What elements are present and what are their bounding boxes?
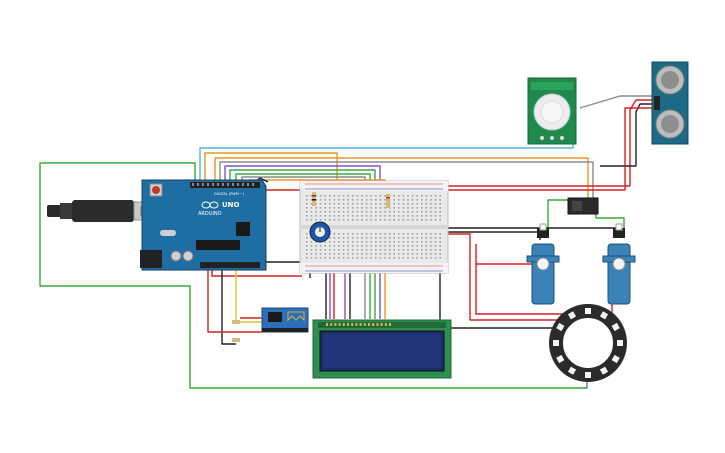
arduino-logo-label: UNO bbox=[222, 201, 240, 209]
wire-orange-2 bbox=[214, 157, 589, 200]
breadboard-icon bbox=[299, 180, 449, 274]
potentiometer-icon bbox=[309, 221, 331, 243]
wire-green-loop bbox=[39, 162, 588, 389]
resistor-icon bbox=[312, 192, 390, 208]
arduino-brand-label: ARDUINO bbox=[198, 211, 222, 217]
wire-red-servo-2 bbox=[475, 244, 613, 315]
wire-black-servo-2 bbox=[436, 231, 541, 240]
ultrasonic-sensor-icon bbox=[651, 61, 689, 145]
servo-motor-icon bbox=[602, 223, 636, 305]
resistor-icon bbox=[232, 320, 240, 342]
esp8266-module-icon bbox=[261, 307, 309, 333]
digital-header-pins bbox=[192, 183, 254, 186]
wire-red-esp bbox=[207, 270, 262, 333]
wire-green-relay-2 bbox=[595, 214, 625, 228]
lcd-16x2-icon bbox=[312, 319, 452, 379]
wire-red-servo bbox=[446, 233, 562, 321]
wire-black-ultra bbox=[600, 103, 655, 167]
arduino-digital-label: DIGITAL (PWM ~) bbox=[214, 192, 245, 196]
wire-gray-ultra bbox=[579, 95, 655, 109]
servo-motor-icon bbox=[526, 223, 560, 305]
wire-gray-1 bbox=[219, 161, 594, 200]
wire-red-ultra-2 bbox=[446, 107, 655, 191]
wire-red-ultra bbox=[446, 99, 655, 187]
neopixel-leds bbox=[553, 308, 623, 378]
wire-black-esp bbox=[221, 270, 236, 345]
arduino-uno-icon: ARDUINO UNO DIGITAL (PWM ~) bbox=[140, 179, 267, 271]
pir-sensor-icon bbox=[527, 77, 577, 145]
neopixel-ring-icon bbox=[549, 304, 627, 382]
wire-red-ard-bb bbox=[211, 270, 302, 277]
relay-module-icon bbox=[567, 197, 599, 215]
lcd-pins bbox=[326, 323, 391, 326]
wire-green-relay bbox=[547, 199, 572, 228]
